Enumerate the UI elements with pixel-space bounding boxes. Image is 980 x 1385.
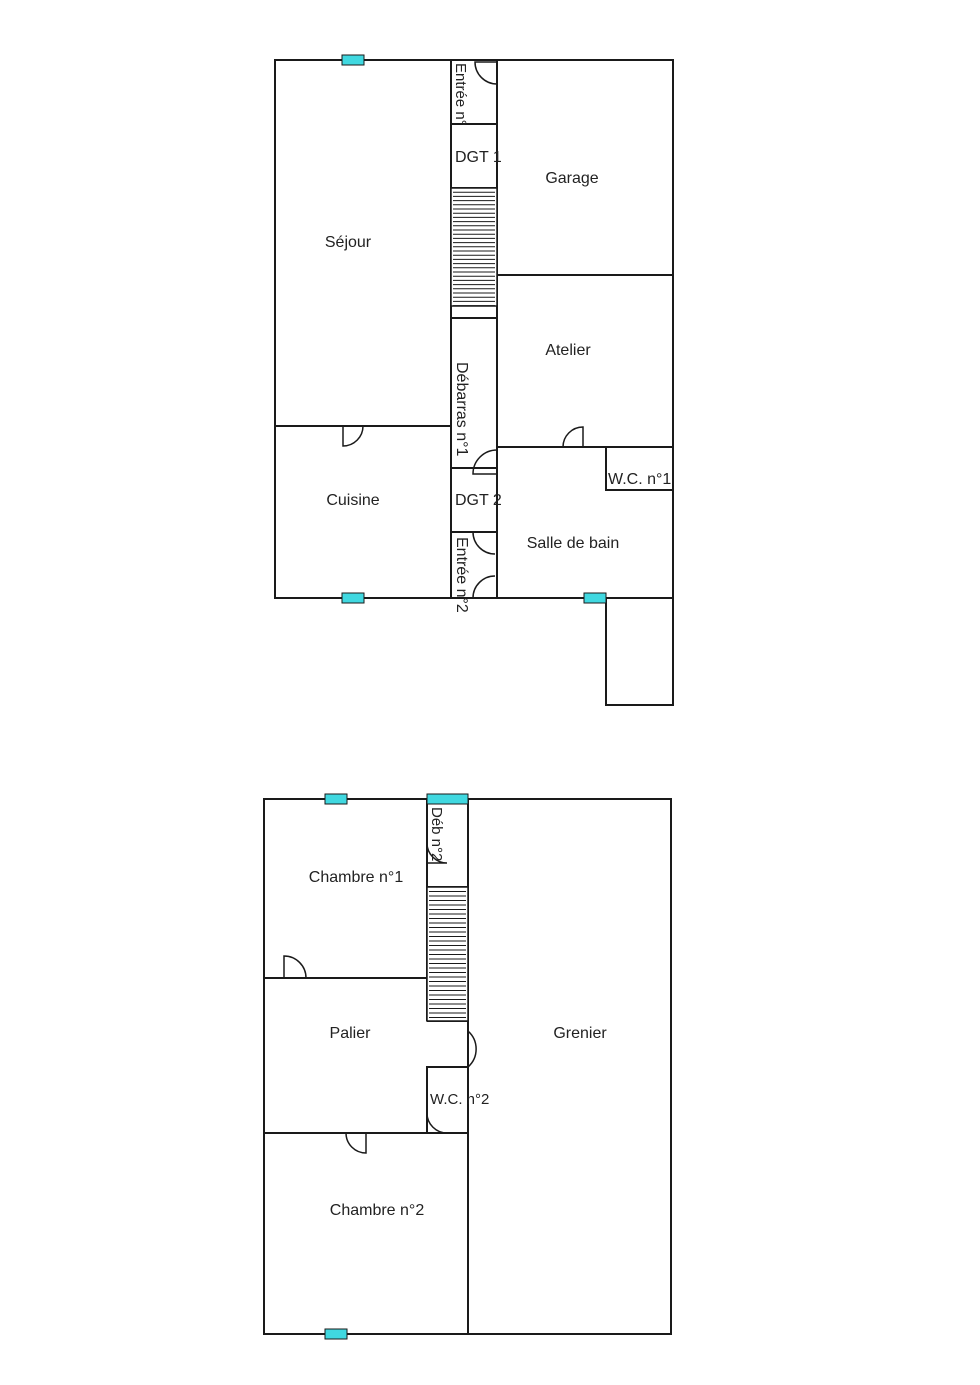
window-chambre2 — [324, 1328, 348, 1340]
ground-floor-plan: Séjour Garage Atelier Cuisine Salle de b… — [274, 54, 674, 706]
label-salle-de-bain: Salle de bain — [527, 535, 620, 552]
label-debarras1: Débarras n°1 — [453, 362, 470, 457]
label-palier: Palier — [330, 1025, 372, 1042]
wc2-room — [426, 1066, 468, 1133]
door-chambre1 — [283, 955, 307, 979]
door-deb2 — [426, 842, 448, 864]
wc1-room — [605, 446, 674, 491]
door-dgt2-top — [472, 449, 498, 475]
window-deb2 — [426, 793, 469, 805]
staircase-steps-ground — [453, 191, 495, 307]
window-cuisine — [341, 592, 365, 604]
label-dgt1: DGT 1 — [455, 149, 502, 166]
window-sejour — [341, 54, 365, 66]
label-entree2: Entrée n°2 — [453, 537, 470, 613]
door-grenier — [467, 1030, 477, 1068]
upper-floor-plan: Chambre n°1 Palier Grenier Chambre n°2 W… — [263, 793, 672, 1340]
window-salle-de-bain — [583, 592, 607, 604]
label-wc2: W.C. n°2 — [430, 1091, 489, 1108]
door-entree1 — [474, 61, 498, 85]
door-wc2 — [426, 1112, 448, 1134]
door-dgt2-bottom — [472, 531, 496, 555]
label-cuisine: Cuisine — [326, 492, 379, 509]
label-entree1: Entrée n° — [452, 63, 469, 126]
window-chambre1 — [324, 793, 348, 805]
garage-atelier-block — [496, 59, 674, 599]
label-sejour: Séjour — [325, 234, 372, 251]
label-atelier: Atelier — [545, 342, 591, 359]
door-chambre2 — [345, 1132, 367, 1154]
label-deb2: Déb n°2 — [428, 807, 445, 861]
door-cuisine — [342, 425, 364, 447]
label-chambre1: Chambre n°1 — [309, 869, 404, 886]
label-chambre2: Chambre n°2 — [330, 1202, 425, 1219]
door-entree2 — [472, 575, 496, 599]
sejour-cuisine-block — [274, 59, 452, 599]
door-atelier — [562, 426, 584, 448]
staircase-steps-upper — [429, 891, 466, 1018]
label-dgt2: DGT 2 — [455, 492, 502, 509]
label-wc1: W.C. n°1 — [608, 471, 671, 488]
label-grenier: Grenier — [553, 1025, 607, 1042]
grenier-room — [467, 798, 672, 1335]
annex-room — [605, 598, 674, 706]
label-garage: Garage — [545, 170, 598, 187]
